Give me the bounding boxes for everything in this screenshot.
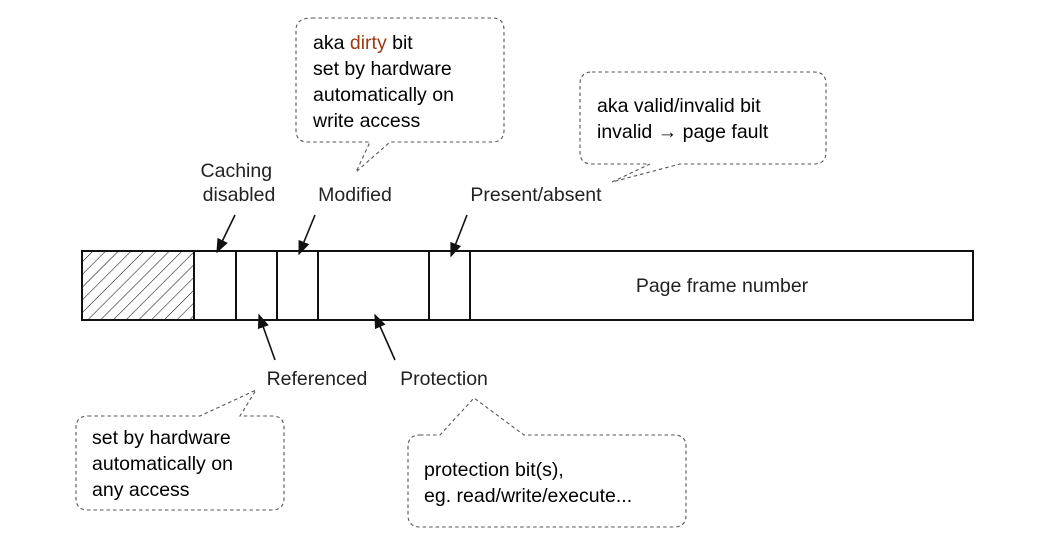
unused-hatched-field bbox=[83, 252, 193, 319]
entry-frame bbox=[81, 250, 974, 321]
callout-modified-bubble bbox=[295, 17, 505, 173]
callout-referenced-text: set by hardware automatically on any acc… bbox=[92, 427, 238, 501]
referenced-label: Referenced bbox=[267, 368, 368, 390]
page-frame-number-label: Page frame number bbox=[636, 275, 809, 297]
callout-referenced-bubble bbox=[75, 388, 285, 511]
callout-protection-text: protection bit(s), eg. read/write/execut… bbox=[424, 459, 632, 507]
callout-present-bubble bbox=[579, 71, 827, 183]
callout-protection-bubble bbox=[407, 397, 687, 528]
caching-disabled-arrow bbox=[216, 214, 236, 254]
present-absent-label: Present/absent bbox=[470, 184, 602, 206]
caching-disabled-label: Caching disabled bbox=[201, 160, 278, 206]
protection-label: Protection bbox=[400, 368, 488, 390]
present-absent-arrow bbox=[450, 214, 468, 258]
modified-arrow bbox=[298, 214, 316, 256]
modified-label: Modified bbox=[318, 184, 392, 206]
referenced-arrow bbox=[257, 313, 276, 361]
callout-present-text: aka valid/invalid bit invalid → page fau… bbox=[597, 95, 769, 143]
protection-arrow bbox=[374, 313, 396, 361]
callout-modified-text: aka dirty bit set by hardware automatica… bbox=[312, 32, 459, 132]
dirty-highlight: dirty bbox=[350, 32, 387, 54]
